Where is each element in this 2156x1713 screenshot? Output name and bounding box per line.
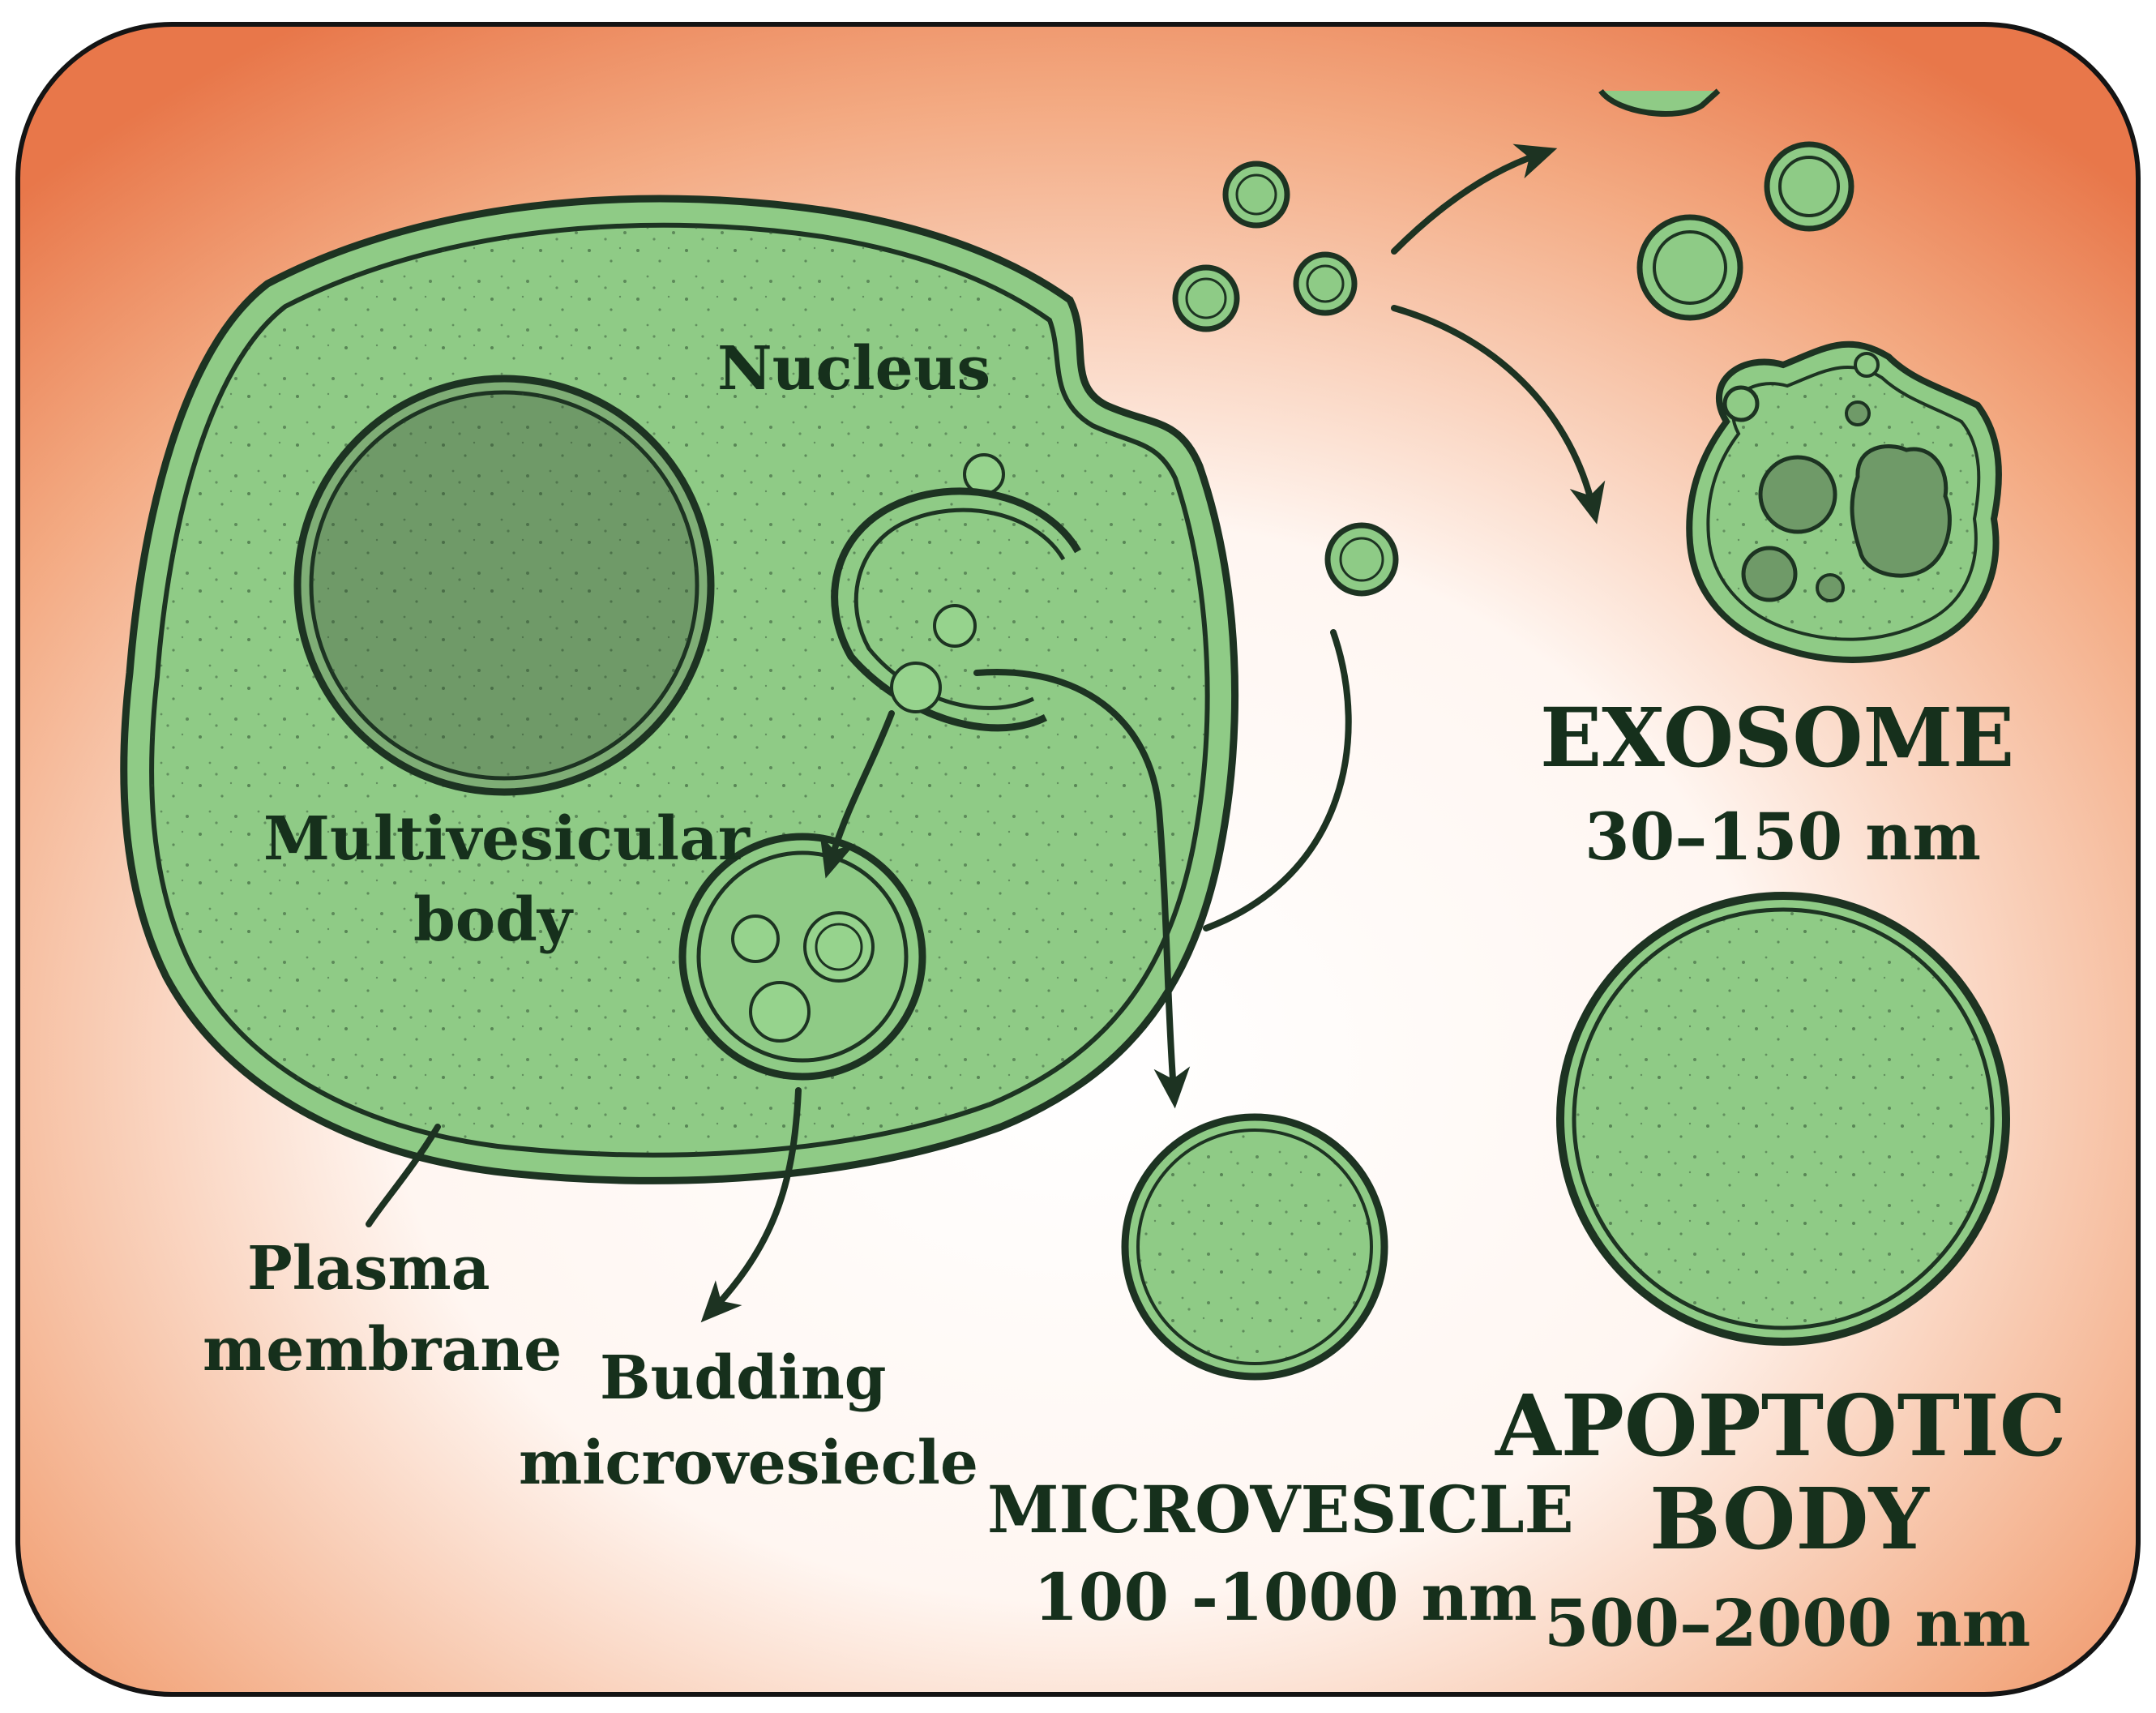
label-nucleus: Nucleus xyxy=(717,334,990,404)
label-microvesicle-title: MICROVESICLE xyxy=(987,1471,1574,1548)
cytoplasmic-vesicle xyxy=(963,453,1005,495)
intraluminal-vesicle xyxy=(803,911,875,983)
nucleus xyxy=(293,375,715,796)
arrow-to-exosomes xyxy=(1391,143,1558,255)
label-microvesicle-size: 100 -1000 nm xyxy=(1033,1559,1537,1635)
label-apoptotic-line2: BODY xyxy=(1649,1469,1931,1569)
arrow-budding xyxy=(700,1087,802,1323)
label-mvb-line1: Multivesicular xyxy=(263,804,751,874)
arrow-to-apoptotic xyxy=(1391,305,1606,525)
intraluminal-vesicle xyxy=(890,662,942,713)
released-vesicles xyxy=(1172,161,1399,597)
label-budding-line2: microvesiecle xyxy=(519,1428,978,1498)
microvesicle xyxy=(1121,1113,1388,1381)
label-apoptotic-line1: APOPTOTIC xyxy=(1495,1376,2067,1475)
apoptotic-body-small xyxy=(1686,340,2002,663)
label-exosome-size: 30–150 nm xyxy=(1585,799,1981,875)
apoptotic-body-large xyxy=(1556,892,2010,1346)
label-mvb-line2: body xyxy=(413,885,574,955)
intraluminal-vesicle xyxy=(933,604,977,648)
label-plasma-line2: membrane xyxy=(203,1315,562,1385)
arrow-mvb-to-lower xyxy=(819,710,895,879)
release-curve xyxy=(1203,629,1352,931)
label-plasma-line1: Plasma xyxy=(247,1234,490,1304)
plasma-membrane-pointer xyxy=(366,1124,441,1227)
arrow-mvb-to-microvesicle xyxy=(973,669,1191,1109)
exosome-cluster xyxy=(1598,88,1854,321)
intraluminal-vesicle xyxy=(731,914,780,963)
label-apoptotic-size: 500–2000 nm xyxy=(1544,1585,2030,1661)
label-budding-line1: Budding xyxy=(600,1343,887,1413)
label-exosome-title: EXOSOME xyxy=(1540,690,2014,786)
multivesicular-body-upper xyxy=(831,487,1081,732)
intraluminal-vesicle xyxy=(749,981,811,1043)
multivesicular-body-lower xyxy=(678,833,926,1081)
